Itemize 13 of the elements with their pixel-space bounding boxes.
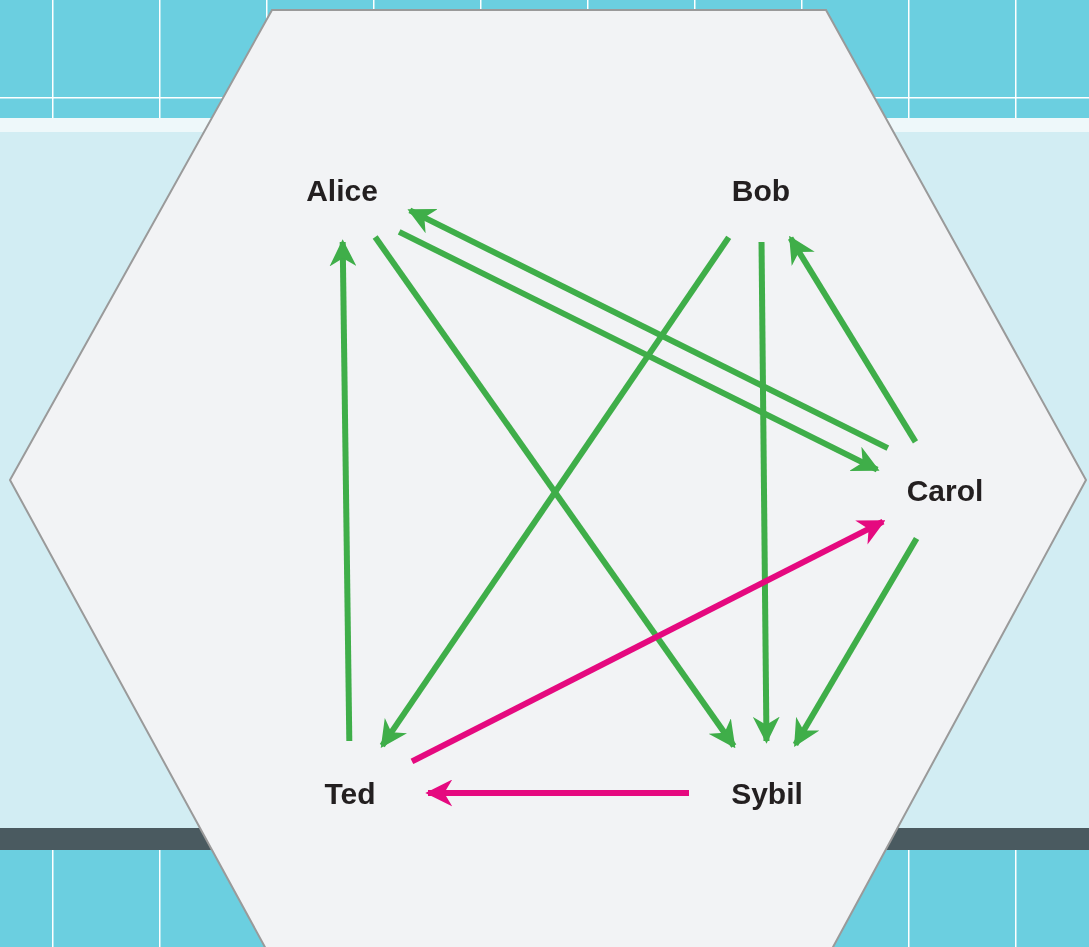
- person-name: Alice: [306, 167, 378, 213]
- arrow: [787, 235, 919, 444]
- arrow: [407, 207, 890, 451]
- arrow: [397, 229, 880, 473]
- person-name: Sybil: [731, 770, 803, 816]
- arrow: [329, 239, 357, 742]
- person-name: Ted: [324, 770, 376, 816]
- person-name: Carol: [906, 467, 984, 513]
- person-name: Bob: [731, 167, 791, 213]
- arrow: [425, 779, 689, 807]
- arrow: [410, 518, 886, 765]
- arrow: [752, 241, 780, 744]
- arrow: [792, 536, 920, 747]
